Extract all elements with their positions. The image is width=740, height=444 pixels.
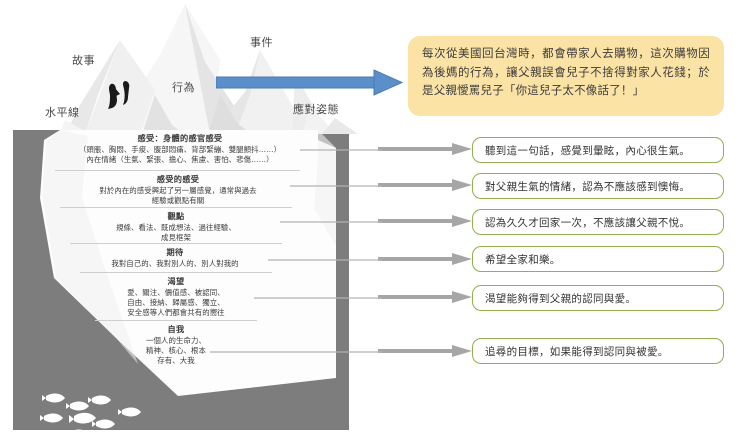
label-waterline: 水平線 [45,106,80,119]
layer-title: 感受的感受 [156,174,200,184]
layer-divider [95,320,257,321]
narrative-callout-box: 每次從美國回台灣時，都會帶家人去購物，這次購物因為後媽的行為，讓父親誤會兒子不捨… [408,36,724,116]
callout-text: 追尋的目標，如果能得到認同與被愛。 [485,345,669,358]
callout-box-feelings-about-feelings[interactable]: 對父親生氣的情緒，認為不應該感到懊悔。 [472,173,724,199]
layer-detail: 規條、看法、既成想法、過往經驗、 [116,222,236,232]
layer-title: 自我 [167,324,185,334]
layer-divider [80,272,272,273]
layer-detail: 對於內在的感受興起了另一層感覺，通常與過去 [99,185,257,195]
layer-title: 渴望 [167,276,185,286]
arrow-right-icon [378,215,472,227]
layer-self: 自我 一個人的生命力、 精神、核心、根本 存有、大我 [95,324,257,366]
layer-divider [55,170,300,171]
label-behavior: 行為 [172,81,195,94]
callout-box-feelings[interactable]: 聽到這一句話，感覺到暈眩，內心很生氣。 [472,137,724,163]
label-story: 故事 [72,54,95,67]
layer-yearnings: 渴望 愛、關注、價值感、被認同、 自由、接納、歸屬感、獨立、 安全感等人們都會共… [80,276,272,318]
layer-detail: （頭脹、胸悶、手痠、腹部悶痛、背部緊繃、雙腿顫抖……） [78,144,282,154]
callout-text: 渴望能夠得到父親的認同與愛。 [485,292,637,305]
penguin-icon [108,81,130,109]
label-coping-stance: 應對姿態 [293,103,339,116]
layer-title: 感受：身體的感官感受 [137,133,223,143]
narrative-text: 每次從美國回台灣時，都會帶家人去購物，這次購物因為後媽的行為，讓父親誤會兒子不捨… [422,46,710,98]
callout-text: 認為久久才回家一次，不應該讓父親不悅。 [485,216,691,229]
layer-detail: 一個人的生命力、 [146,335,206,345]
callout-box-expectations[interactable]: 希望全家和樂。 [472,246,724,272]
callout-box-yearnings[interactable]: 渴望能夠得到父親的認同與愛。 [472,285,724,311]
layer-divider [60,207,292,208]
arrow-right-icon [378,179,472,191]
layer-title: 期待 [166,247,184,257]
layer-expectations: 期待 我對自己的、我對別人的、別人對我的 [68,247,282,269]
fish-icon [70,414,93,424]
layer-perceptions: 觀點 規條、看法、既成想法、過往經驗、 成見框架 [60,211,292,243]
arrow-right-icon [378,143,472,155]
layer-feelings-about-feelings: 感受的感受 對於內在的感受興起了另一層感覺，通常與過去 經驗或觀點有關 [52,174,304,206]
layer-divider [70,243,282,244]
callout-box-self[interactable]: 追尋的目標，如果能得到認同與被愛。 [472,338,724,364]
layer-title: 觀點 [167,211,185,221]
layer-feelings: 感受：身體的感官感受 （頭脹、胸悶、手痠、腹部悶痛、背部緊繃、雙腿顫抖……） 內… [45,133,315,165]
callout-text: 對父親生氣的情緒，認為不應該感到懊悔。 [485,180,691,193]
blue-arrow-right-icon [216,69,404,96]
layer-detail: 安全感等人們都會共有的嚮往 [127,307,225,317]
layer-detail: 成見框架 [161,232,191,242]
layer-connector-lines [210,149,382,353]
label-event: 事件 [250,36,273,49]
arrow-right-icon [378,291,472,303]
callout-text: 希望全家和樂。 [485,253,561,266]
layer-detail: 存有、大我 [157,355,195,365]
iceberg-above-water [60,4,358,134]
layer-detail: 精神、核心、根本 [146,345,206,355]
layer-detail: 我對自己的、我對別人的、別人對我的 [111,258,239,268]
callout-box-perceptions[interactable]: 認為久久才回家一次，不應該讓父親不悅。 [472,209,724,235]
layer-detail: 經驗或觀點有關 [151,195,205,205]
arrow-right-icon [378,345,472,357]
fish-icon [40,393,141,430]
layer-detail: 自由、接納、歸屬感、獨立、 [127,297,225,307]
layer-detail: 內在情緒（生氣、緊張、擔心、焦慮、害怕、悲傷……） [86,154,274,164]
arrow-right-icon [378,253,472,265]
callout-text: 聽到這一句話，感覺到暈眩，內心很生氣。 [485,144,691,157]
iceberg-below-water [40,130,336,396]
layer-detail: 愛、關注、價值感、被認同、 [127,287,225,297]
